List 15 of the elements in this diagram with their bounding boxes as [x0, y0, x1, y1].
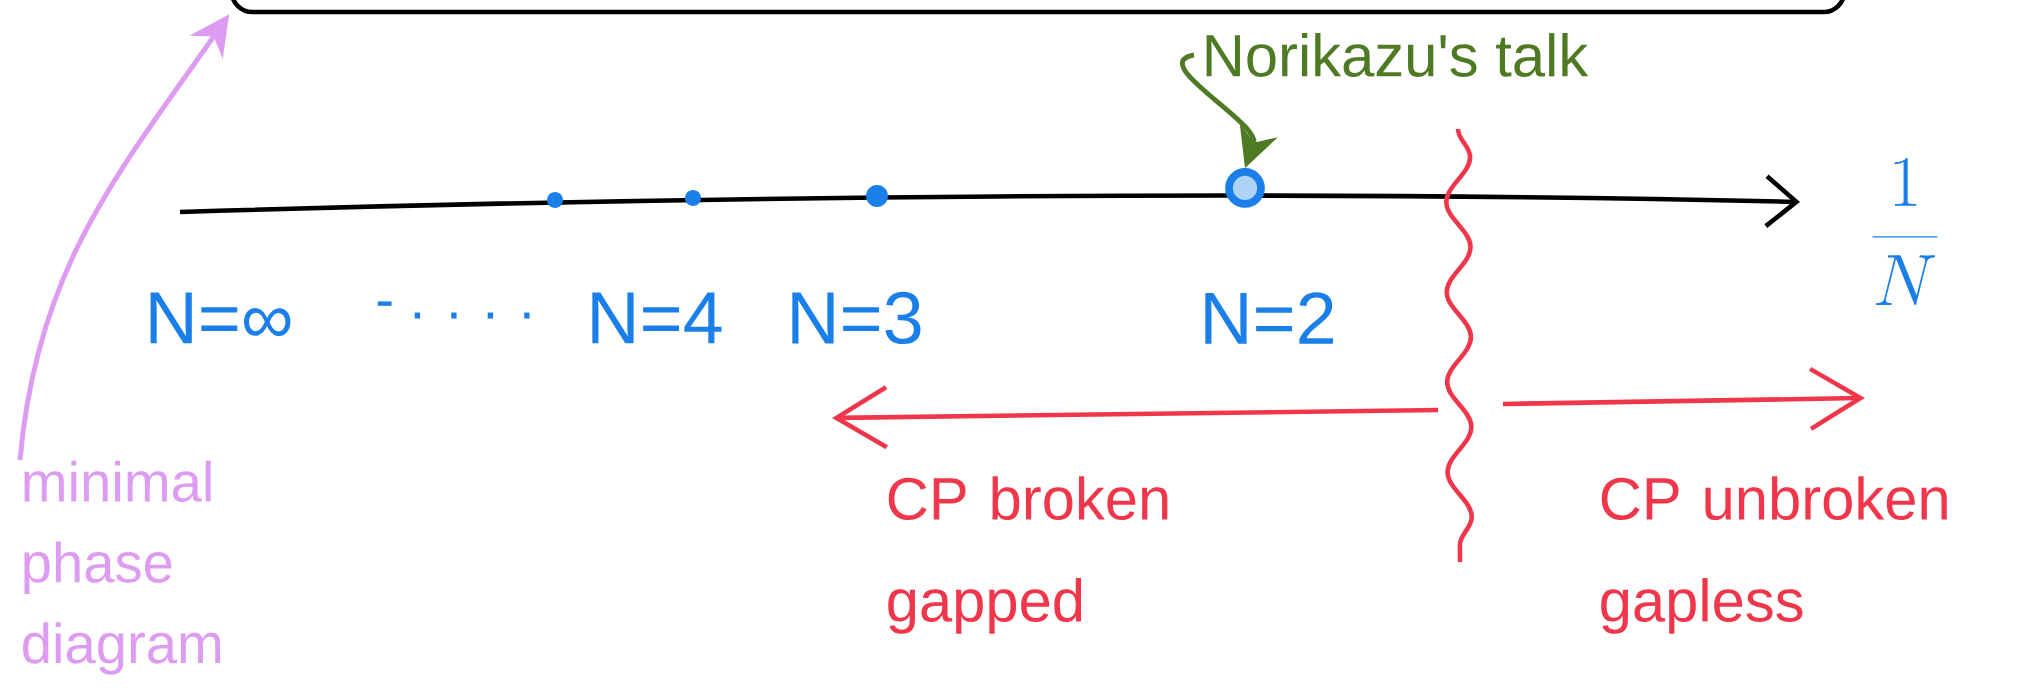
- axis-label: N=4: [592, 292, 722, 344]
- note-text: Norikazu's talk: [1206, 33, 1589, 77]
- frame-box: [229, 0, 1847, 15]
- point-dot: [685, 190, 701, 206]
- axis-label: - . . . .: [377, 301, 530, 319]
- point-dot: [1225, 168, 1265, 208]
- axis-label: CP broken gapped: [888, 476, 1168, 634]
- axis-label: N=∞: [150, 292, 291, 344]
- note-text: minimal phase diagram: [23, 460, 221, 675]
- axis-label: $\frac{1}{N}$: [1872, 157, 1938, 306]
- point-dot: [547, 192, 563, 208]
- axis-label: CP unbroken gapless: [1601, 476, 1947, 634]
- axis-label: N=2: [1205, 292, 1333, 344]
- point-dot: [866, 185, 888, 207]
- axis-label: N=3: [792, 291, 921, 345]
